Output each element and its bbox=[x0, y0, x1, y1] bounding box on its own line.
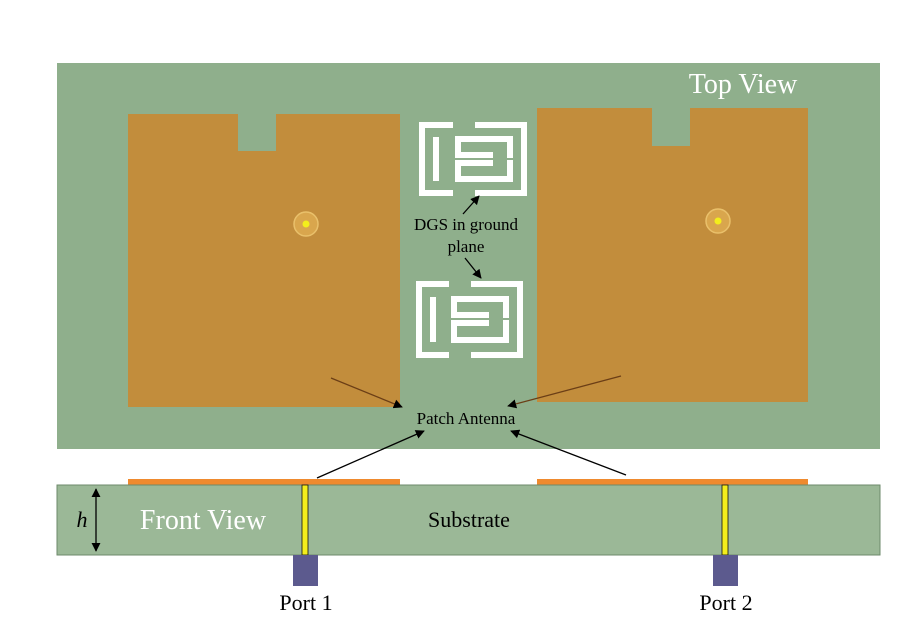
port-1-connector bbox=[293, 555, 318, 586]
port-1-label: Port 1 bbox=[279, 590, 332, 615]
patch-antenna-label: Patch Antenna bbox=[417, 409, 516, 428]
feed-point-left bbox=[293, 211, 319, 237]
dgs-slot-lower bbox=[416, 281, 523, 358]
dgs-label-line1: DGS in ground bbox=[414, 215, 518, 234]
dgs-slot-upper bbox=[419, 122, 527, 196]
feed-line-left bbox=[301, 484, 309, 556]
port-2-connector bbox=[713, 555, 738, 586]
feed-point-right bbox=[705, 208, 731, 234]
patch-front-right bbox=[537, 479, 808, 485]
patch-arrow-right bbox=[507, 375, 622, 409]
substrate-label: Substrate bbox=[428, 507, 510, 532]
front-view-label: Front View bbox=[140, 505, 267, 536]
top-view-label: Top View bbox=[689, 69, 798, 100]
front-arrow-right bbox=[510, 429, 627, 476]
patch-left bbox=[128, 114, 400, 407]
height-label: h bbox=[77, 507, 88, 532]
patch-front-left bbox=[128, 479, 400, 485]
patch-right bbox=[537, 108, 808, 402]
dgs-label-line2: plane bbox=[448, 237, 485, 256]
dgs-arrow-down bbox=[464, 257, 482, 279]
port-2-label: Port 2 bbox=[699, 590, 752, 615]
substrate bbox=[56, 484, 881, 556]
feed-line-right bbox=[721, 484, 729, 556]
front-arrow-left bbox=[316, 430, 425, 479]
dgs-arrow-up bbox=[462, 195, 480, 215]
patch-arrow-left bbox=[330, 377, 403, 409]
